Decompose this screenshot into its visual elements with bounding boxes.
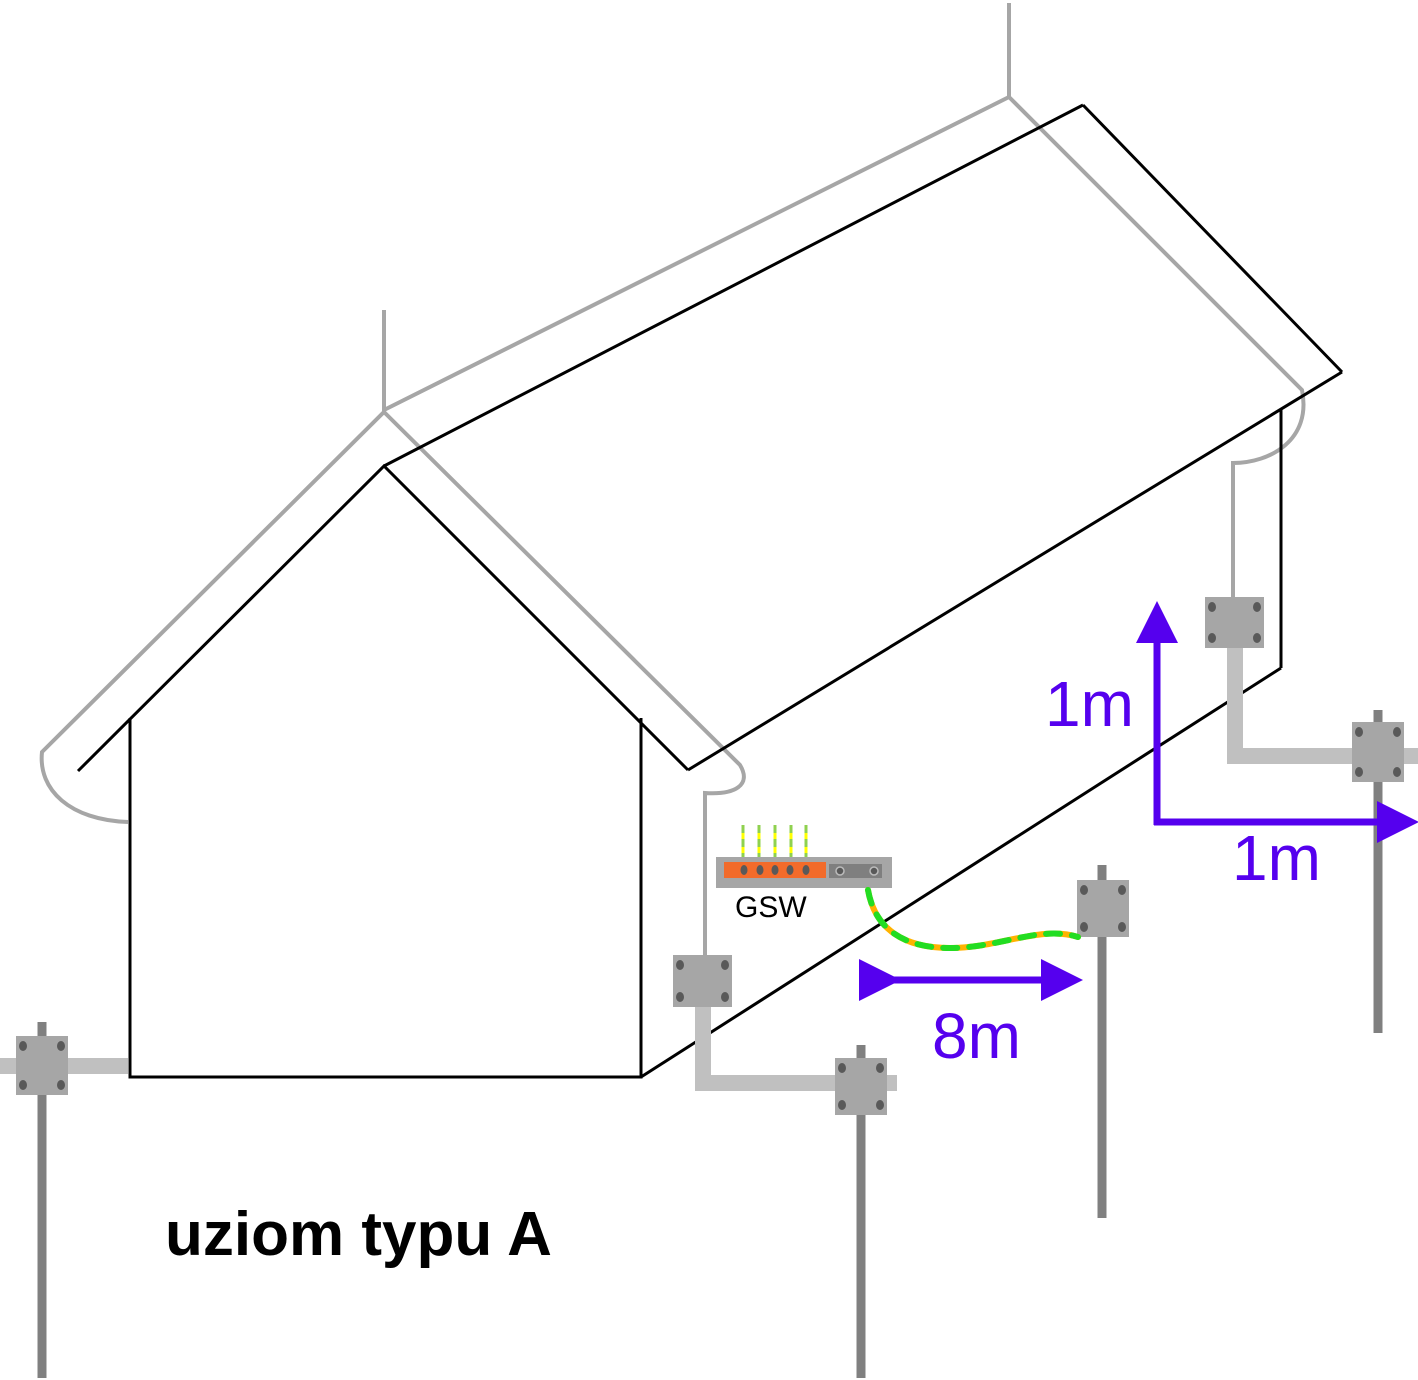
main-earthing-bar: GSW — [716, 825, 892, 924]
bolt-icon — [1080, 885, 1088, 895]
dimension-arrows — [859, 601, 1418, 1001]
test-joint-box — [835, 1058, 887, 1115]
bolt-icon — [1253, 633, 1261, 643]
test-joints — [16, 597, 1404, 1115]
test-joint-box — [1205, 597, 1264, 648]
diagram-title: uziom typu A — [165, 1200, 552, 1269]
front-right-conductor — [382, 410, 746, 955]
air-termination-system — [39, 3, 1306, 955]
dimension-label-1m-horizontal: 1m — [1232, 822, 1321, 894]
bolt-icon — [1118, 885, 1126, 895]
dimension-label-1m-vertical: 1m — [1045, 668, 1134, 740]
bolt-icon — [676, 992, 684, 1002]
bolt-icon — [721, 960, 729, 970]
back-right-conductor — [1007, 95, 1306, 597]
bolt-icon — [1080, 922, 1088, 932]
bolt-icon — [1393, 767, 1401, 777]
bolt-icon — [1208, 602, 1216, 612]
bolt-icon — [1208, 633, 1216, 643]
bolt-icon — [57, 1041, 65, 1051]
ridge-conductor — [383, 95, 1010, 412]
bolt-icon — [19, 1080, 27, 1090]
bolt-icon — [1393, 727, 1401, 737]
bolt-icon — [838, 1100, 846, 1110]
bolt-icon — [838, 1063, 846, 1073]
test-joint-box — [16, 1036, 68, 1095]
test-joint-box — [1352, 722, 1404, 782]
bolt-icon — [1253, 602, 1261, 612]
dimension-label-8m: 8m — [932, 1000, 1021, 1072]
gsw-label: GSW — [735, 891, 807, 924]
bolt-icon — [1355, 727, 1363, 737]
bolt-icon — [876, 1100, 884, 1110]
earthing-cable — [865, 887, 1081, 952]
test-joint-box — [673, 955, 732, 1007]
test-joint-box — [1077, 880, 1129, 937]
bolt-icon — [876, 1063, 884, 1073]
bolt-icon — [19, 1041, 27, 1051]
house-outline — [76, 103, 1344, 1079]
bolt-icon — [1118, 922, 1126, 932]
earth-conductors — [0, 640, 1418, 1091]
front-left-conductor — [39, 410, 386, 824]
bolt-icon — [676, 960, 684, 970]
bolt-icon — [721, 992, 729, 1002]
bolt-icon — [57, 1080, 65, 1090]
bolt-icon — [1355, 767, 1363, 777]
